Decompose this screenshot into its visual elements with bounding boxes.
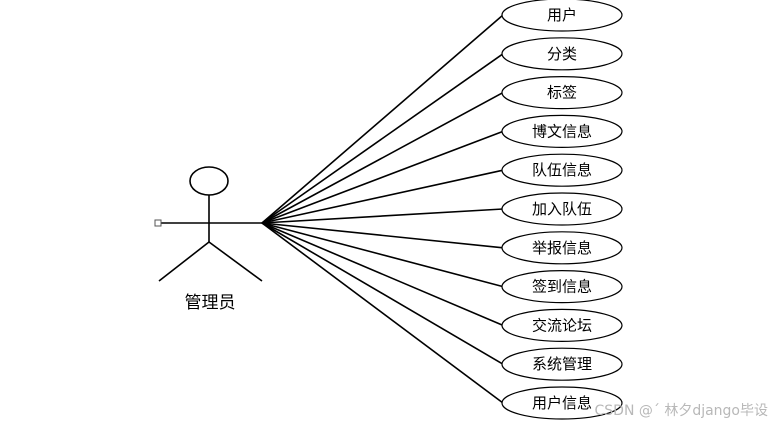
association-line xyxy=(261,91,504,224)
use-case-ellipse xyxy=(501,386,623,420)
association-line xyxy=(261,14,504,224)
use-case-label: 系统管理 xyxy=(532,355,592,373)
association-lines xyxy=(261,14,504,404)
use-case-ellipse xyxy=(501,192,623,226)
use-case-label: 加入队伍 xyxy=(532,200,592,218)
association-line xyxy=(261,208,504,224)
use-case-ellipse xyxy=(501,0,623,32)
use-case: 签到信息 xyxy=(501,270,623,304)
use-case: 用户信息 xyxy=(501,386,623,420)
use-case-label: 队伍信息 xyxy=(532,161,592,179)
use-case: 加入队伍 xyxy=(501,192,623,226)
use-case: 系统管理 xyxy=(501,347,623,381)
use-case-ellipse xyxy=(501,153,623,187)
actor-head xyxy=(189,166,229,196)
association-line xyxy=(261,53,504,224)
use-case: 用户 xyxy=(501,0,623,32)
actor-left-leg xyxy=(158,241,210,282)
use-case-ellipse xyxy=(501,270,623,304)
actor-right-leg xyxy=(208,241,263,282)
actor-handle xyxy=(154,219,162,227)
use-case-label: 举报信息 xyxy=(532,239,592,257)
association-line xyxy=(261,169,504,224)
use-case: 交流论坛 xyxy=(501,308,623,342)
use-case-ellipse xyxy=(501,308,623,342)
use-case-ellipse xyxy=(501,37,623,71)
association-line xyxy=(261,222,504,404)
use-case: 标签 xyxy=(501,75,623,110)
use-case-ellipse xyxy=(501,114,623,148)
use-case-label: 分类 xyxy=(547,45,577,63)
actor-label: 管理员 xyxy=(185,293,236,313)
actor-figure xyxy=(154,166,263,282)
use-case-label: 博文信息 xyxy=(532,122,592,140)
use-case-ellipse xyxy=(501,75,623,110)
use-case-ellipse xyxy=(501,347,623,381)
use-case-label: 签到信息 xyxy=(532,278,592,296)
association-line xyxy=(261,222,504,288)
use-case-label: 标签 xyxy=(547,84,577,102)
watermark: CSDN @´ 林夕django毕设 xyxy=(595,403,769,419)
use-case: 举报信息 xyxy=(501,231,623,265)
use-case: 博文信息 xyxy=(501,114,623,148)
use-case-ellipse xyxy=(501,231,623,265)
use-case-label: 交流论坛 xyxy=(532,316,592,334)
use-case: 队伍信息 xyxy=(501,153,623,187)
association-line xyxy=(261,222,504,365)
association-line xyxy=(261,130,504,224)
association-line xyxy=(261,222,504,327)
use-case: 分类 xyxy=(501,37,623,71)
association-line xyxy=(261,222,504,249)
use-case-label: 用户信息 xyxy=(532,394,592,412)
use-case-label: 用户 xyxy=(547,6,577,24)
